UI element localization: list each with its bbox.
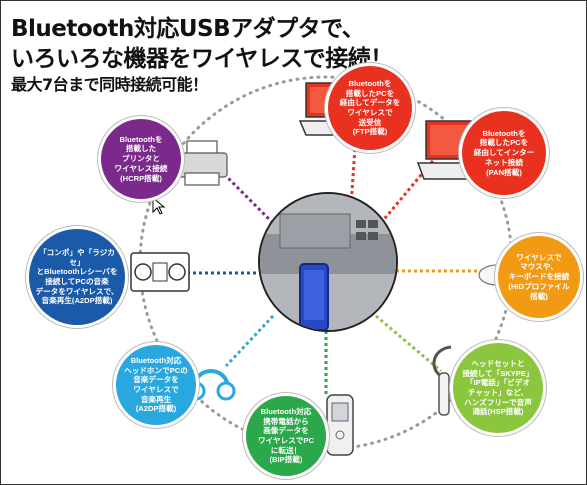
feature-bubble-hsp: ヘッドセットと 接続して「SKYPE」 「IP電話」「ビデオ チャット」など、 …: [453, 343, 543, 433]
feature-text-a2dp-headphones: Bluetooth対応 ヘッドホンでPCの 音楽データを ワイヤレスで 音楽再生…: [124, 355, 188, 414]
headset-icon: [432, 345, 452, 416]
feature-bubble-a2dp-headphones: Bluetooth対応 ヘッドホンでPCの 音楽データを ワイヤレスで 音楽再生…: [116, 345, 196, 425]
spoke-hsp: [375, 314, 442, 373]
feature-text-a2dp-stereo: 「コンポ」や「ラジカセ」 とBluetoothレシーバを 接続してPCの音楽 デ…: [35, 247, 119, 306]
feature-text-hsp: ヘッドセットと 接続して「SKYPE」 「IP電話」「ビデオ チャット」など、 …: [462, 358, 534, 417]
stereo-icon: [130, 252, 190, 292]
subtitle: 最大7台まで同時接続可能！: [11, 75, 208, 94]
spoke-hcrp: [224, 174, 275, 225]
laptop-icon: [416, 120, 476, 180]
feature-text-bip: Bluetooth対応 携帯電話から 画像データを ワイヤレスでPC に転送！ …: [258, 406, 314, 465]
feature-bubble-hcrp: Bluetoothを 搭載した プリンタと ワイヤレス接続 (HCRP搭載): [101, 119, 181, 199]
printer-icon: [176, 140, 228, 186]
headline-line2: いろいろな機器をワイヤレスで接続！: [11, 46, 393, 72]
usb-adapter-photo: [258, 192, 398, 332]
feature-bubble-pan: Bluetoothを 搭載したPCを 経由してインター ネット接続 (PAN搭載…: [462, 111, 546, 195]
feature-bubble-hid: ワイヤレスで マウスや、 キーボードを接続 (HIDプロファイル 搭載): [498, 236, 580, 318]
feature-text-hid: ワイヤレスで マウスや、 キーボードを接続 (HIDプロファイル 搭載): [508, 252, 570, 301]
feature-bubble-bip: Bluetooth対応 携帯電話から 画像データを ワイヤレスでPC に転送！ …: [246, 396, 326, 476]
feature-text-pan: Bluetoothを 搭載したPCを 経由してインター ネット接続 (PAN搭載…: [473, 128, 535, 177]
headline-line1: Bluetooth対応USBアダプタで、: [11, 16, 365, 42]
feature-bubble-a2dp-stereo: 「コンポ」や「ラジカセ」 とBluetoothレシーバを 接続してPCの音楽 デ…: [29, 229, 125, 325]
cursor-icon: [152, 196, 166, 215]
feature-bubble-ftp: Bluetoothを 搭載したPCを 経由してデータを ワイヤレスで 送受信 (…: [328, 66, 412, 150]
feature-text-ftp: Bluetoothを 搭載したPCを 経由してデータを ワイヤレスで 送受信 (…: [339, 78, 401, 137]
mobile-phone-icon: [326, 394, 354, 456]
usb-adapter-icon: [260, 194, 396, 330]
feature-text-hcrp: Bluetoothを 搭載した プリンタと ワイヤレス接続 (HCRP搭載): [114, 134, 168, 183]
